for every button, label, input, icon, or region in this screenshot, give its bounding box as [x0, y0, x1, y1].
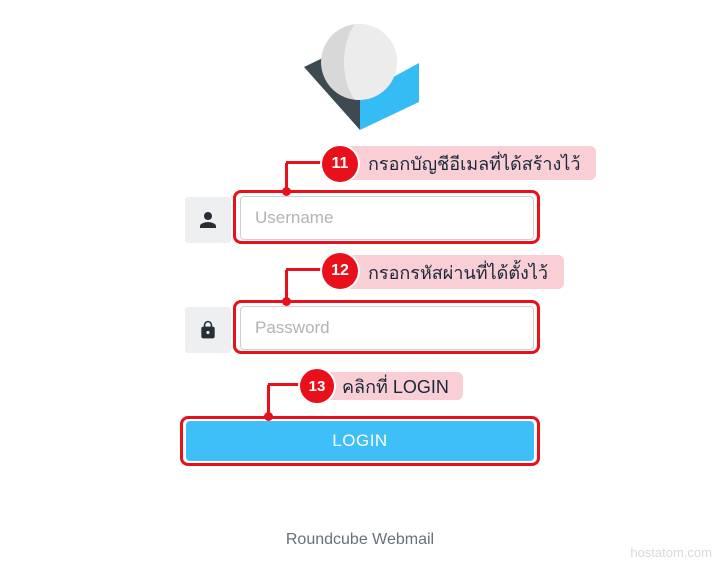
password-input[interactable] — [240, 306, 534, 350]
callout-12-connector-horizontal — [286, 268, 323, 271]
callout-12-text: กรอกรหัสผ่านที่ได้ตั้งไว้ — [368, 262, 548, 283]
username-icon-box — [185, 197, 231, 243]
callout-12-label: กรอกรหัสผ่านที่ได้ตั้งไว้ — [346, 255, 564, 289]
callout-13-connector-vertical — [267, 385, 270, 416]
callout-11-label: กรอกบัญชีอีเมลที่ได้สร้างไว้ — [346, 146, 597, 180]
product-title-text: Roundcube Webmail — [285, 531, 435, 548]
person-icon — [200, 212, 216, 228]
login-annotation-highlight — [180, 416, 540, 466]
username-input[interactable] — [240, 196, 534, 240]
product-title: Roundcube Webmail — [0, 531, 720, 549]
callout-13-number-badge: 13 — [300, 369, 334, 403]
logo-box-right-face — [360, 63, 419, 130]
callout-13-connector-horizontal — [268, 383, 301, 386]
callout-12-number: 12 — [331, 262, 349, 279]
callout-12-connector-dot — [282, 297, 291, 306]
password-annotation-highlight — [233, 300, 540, 354]
callout-13-label: คลิกที่ LOGIN — [322, 372, 463, 400]
callout-13-number: 13 — [308, 377, 326, 395]
watermark-text: hostatom.com — [630, 545, 712, 560]
callout-11-connector-horizontal — [286, 161, 323, 164]
callout-11-text: กรอกบัญชีอีเมลที่ได้สร้างไว้ — [368, 153, 581, 174]
callout-12-connector-vertical — [285, 270, 288, 301]
callout-13-text: คลิกที่ LOGIN — [342, 376, 449, 397]
callout-11-number-badge: 11 — [322, 146, 358, 182]
callout-13-connector-dot — [264, 412, 273, 421]
callout-11-connector-vertical — [285, 163, 288, 192]
login-button[interactable]: LOGIN — [186, 421, 534, 461]
username-annotation-highlight — [233, 190, 540, 244]
callout-11-number: 11 — [331, 155, 349, 172]
lock-icon — [201, 320, 215, 339]
roundcube-logo — [304, 24, 419, 130]
callout-11-connector-dot — [282, 187, 291, 196]
callout-12-number-badge: 12 — [322, 253, 358, 289]
password-icon-box — [185, 307, 231, 353]
